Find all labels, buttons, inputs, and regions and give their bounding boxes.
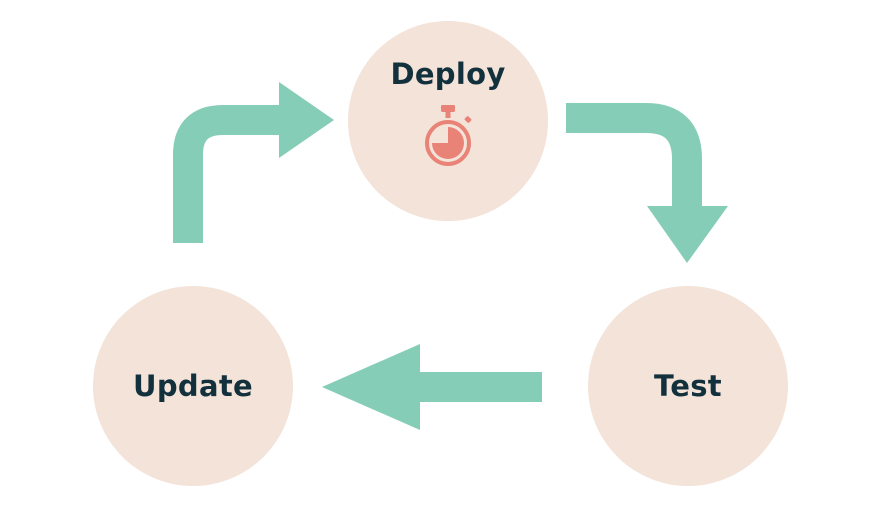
arrow-update-to-deploy-head: [279, 82, 334, 158]
test-label: Test: [654, 368, 722, 403]
arrow-deploy-to-test-head: [647, 206, 728, 263]
deploy-label: Deploy: [390, 56, 506, 91]
deploy-node: Deploy: [348, 21, 548, 221]
update-label: Update: [133, 368, 253, 403]
arrow-test-to-update: [322, 344, 542, 430]
update-node: Update: [93, 286, 293, 486]
test-node: Test: [588, 286, 788, 486]
arrow-deploy-to-test: [566, 103, 728, 263]
arrow-update-to-deploy-shaft: [173, 105, 287, 243]
arrow-update-to-deploy: [173, 82, 334, 243]
arrow-deploy-to-test-shaft: [566, 103, 702, 213]
arrow-test-to-update-head: [322, 344, 420, 430]
arrow-test-to-update-shaft: [410, 372, 542, 402]
stopwatch-icon: [425, 104, 472, 166]
